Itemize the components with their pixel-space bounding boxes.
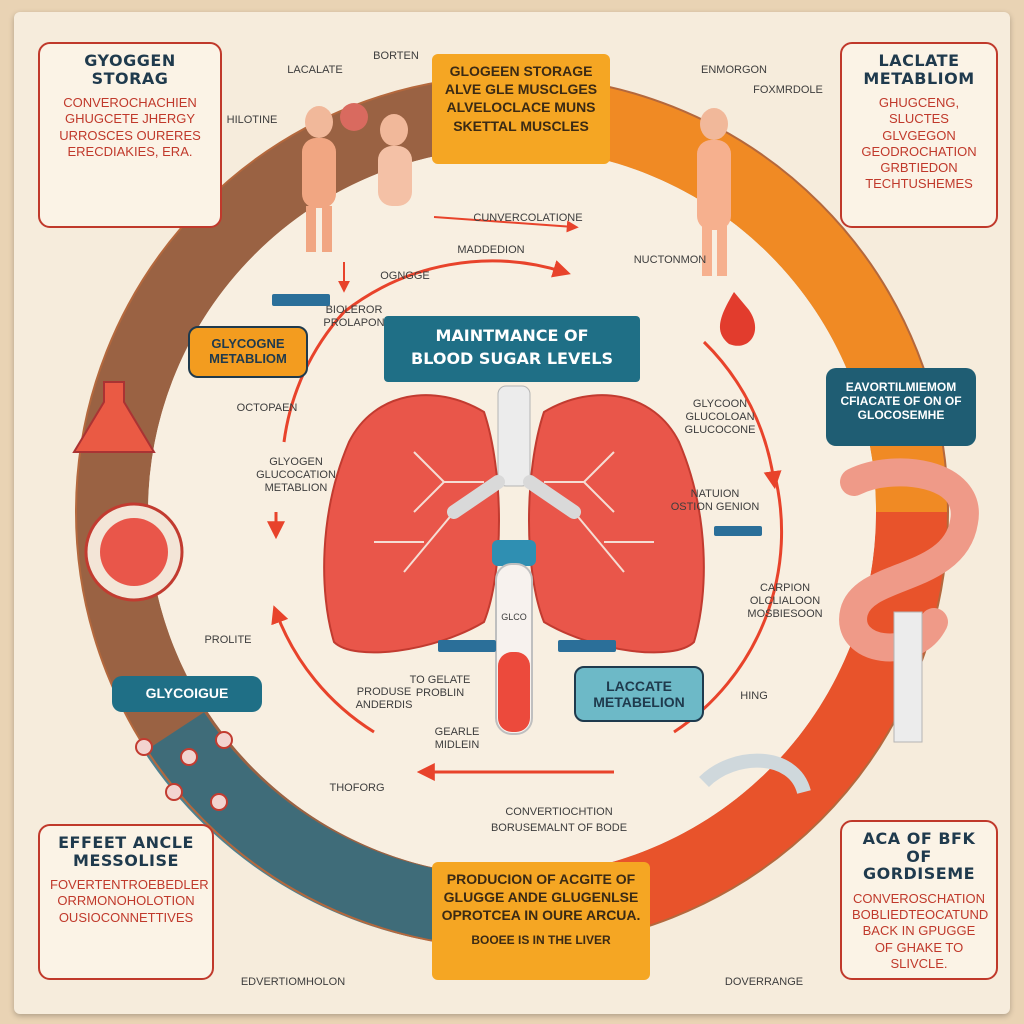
label-produce: PRODUSE ANDERDIS — [355, 686, 413, 712]
label-thoforg: THOFORG — [329, 782, 385, 794]
label-lacalate: LACALATE — [287, 64, 343, 76]
label-nuctonmon: NUCTONMON — [633, 254, 707, 266]
cycle-arrow-left — [271, 605, 375, 734]
card-lactate-metabolism: LACLATE METABLIOM GHUGCENG, SLUCTES GLVG… — [840, 42, 998, 228]
label-edverbal: EDVERTIOMHOLON — [240, 976, 346, 988]
card-text: CONVEROSCHATION BOBLIEDTEOCATUND BACK IN… — [852, 890, 989, 971]
molecule-chain — [135, 731, 233, 811]
label-natuion: NATUION OSTION GENION — [670, 488, 760, 514]
flask-icon — [72, 381, 156, 453]
human-figure-top-right — [697, 108, 731, 276]
card-title: GYOGGEN STORAG — [84, 51, 176, 88]
band-subtext: BOOEE IS IN THE LIVER — [471, 932, 611, 947]
label-to-gelate: TO GELATE PROBLIN — [409, 674, 471, 700]
cycle-arrow-right — [673, 471, 784, 734]
label-conversion-bottom: CONVERTIOCHTION — [505, 806, 613, 818]
human-figures-top-left — [302, 103, 412, 252]
label-glucogen-right: GLYCOON GLUCOLOAN GLUCOCONE — [684, 398, 756, 437]
card-title: EFFEET ANCLE MESSOLISE — [58, 833, 194, 870]
label-gearle: GEARLE MIDLEIN — [434, 726, 480, 752]
tube-label: GLCO — [501, 612, 527, 622]
label-hilotine: HILOTINE — [226, 114, 278, 126]
intestine-illustration — [839, 458, 979, 743]
label-dovoration: DOVERRANGE — [724, 976, 804, 988]
pill-glycogen-metabolism: GLYCOGNE METABLIOM — [188, 326, 308, 378]
label-bicolere: BIOLEROR PROLAPON — [323, 304, 385, 330]
label-hing: HING — [740, 690, 768, 702]
pill-glycoigue: GLYCOIGUE — [112, 676, 262, 712]
card-effect: EFFEET ANCLE MESSOLISE FOVERTENTROEBEDLE… — [38, 824, 214, 980]
arrow-conversion — [433, 216, 579, 233]
tag-chip — [714, 526, 762, 536]
label-glyogen-metabolism: GLYOGEN GLUCOCATION METABLION — [256, 456, 336, 495]
organ-core — [100, 518, 168, 586]
band-text: PRODUCION OF ACGITE OF GLUGGE ANDE GLUGE… — [441, 871, 641, 924]
card-text: FOVERTENTROEBEDLER ORRMONOHOLOTION OUSIO… — [50, 877, 209, 925]
cycle-arrow-top — [343, 259, 571, 314]
label-octopaen: OCTOPAEN — [236, 402, 298, 414]
card-title: LACLATE METABLIOM — [863, 51, 975, 88]
center-banner: MAINTMANCE OF BLOOD SUGAR LEVELS — [384, 316, 640, 382]
label-enmorgon: ENMORGON — [701, 64, 767, 76]
blood-test-tube — [492, 540, 536, 735]
label-beaufont: BORUSEMALNT OF BODE — [490, 822, 628, 834]
pill-lactate-metablion: LACCATE METABELION — [574, 666, 704, 722]
label-conversion: CUNVERCOLATIONE — [473, 212, 583, 224]
band-glycogen-storage: GLOGEEN STORAGE ALVE GLE MUSCLGES ALVELO… — [432, 54, 610, 164]
label-borten: BORTEN — [373, 50, 419, 62]
card-aca: ACA OF BFK OF GORDISEME CONVEROSCHATION … — [840, 820, 998, 980]
cycle-arrow-right-top — [702, 340, 782, 490]
label-maddelion: MADDEDION — [457, 244, 525, 256]
banner-title: MAINTMANCE OF — [435, 326, 589, 345]
banner-subtitle: BLOOD SUGAR LEVELS — [411, 349, 613, 368]
blood-drop-icon — [719, 292, 756, 346]
band-production: PRODUCION OF ACGITE OF GLUGGE ANDE GLUGE… — [432, 862, 650, 980]
card-title: ACA OF BFK OF GORDISEME — [862, 829, 976, 884]
label-foxmrdole: FOXMRDOLE — [753, 84, 823, 96]
label-carpion: CARPION OLCLIALOON MOSBIESOON — [747, 582, 823, 621]
card-text: CONVEROCHACHIEN GHUGCETE JHERGY URROSCES… — [59, 95, 201, 159]
label-ongage: OGNGGE — [380, 270, 430, 282]
tag-chip — [438, 640, 496, 652]
lungs-illustration — [323, 385, 705, 654]
label-prolite: PROLITE — [204, 634, 252, 646]
pipe-bottom-right — [699, 753, 811, 795]
card-glycogen-storage: GYOGGEN STORAG CONVEROCHACHIEN GHUGCETE … — [38, 42, 222, 228]
pill-gluconeo: EAVORTILMIEMOM CFIACATE OF ON OF GLOCOSE… — [826, 368, 976, 446]
card-text: GHUGCENG, SLUCTES GLVGEGON GEODROCHATION… — [861, 95, 977, 192]
tag-chip — [558, 640, 616, 652]
poster: GYOGGEN STORAG CONVEROCHACHIEN GHUGCETE … — [14, 12, 1010, 1014]
tag-chip — [272, 294, 330, 306]
